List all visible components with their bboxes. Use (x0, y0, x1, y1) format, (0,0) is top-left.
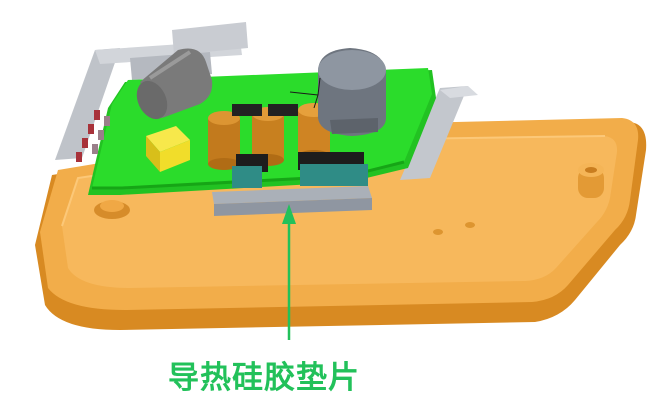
thermal-pad (212, 186, 372, 216)
thermal-pad-label: 导热硅胶垫片 (168, 360, 360, 396)
axis-marker (289, 77, 321, 109)
capacitor-1 (208, 111, 240, 170)
inductor (318, 48, 386, 136)
ic-chips (232, 104, 368, 188)
cylinder-component (136, 48, 213, 120)
callout-arrow (282, 204, 296, 340)
led-array (76, 110, 110, 162)
yellow-component (146, 126, 190, 172)
